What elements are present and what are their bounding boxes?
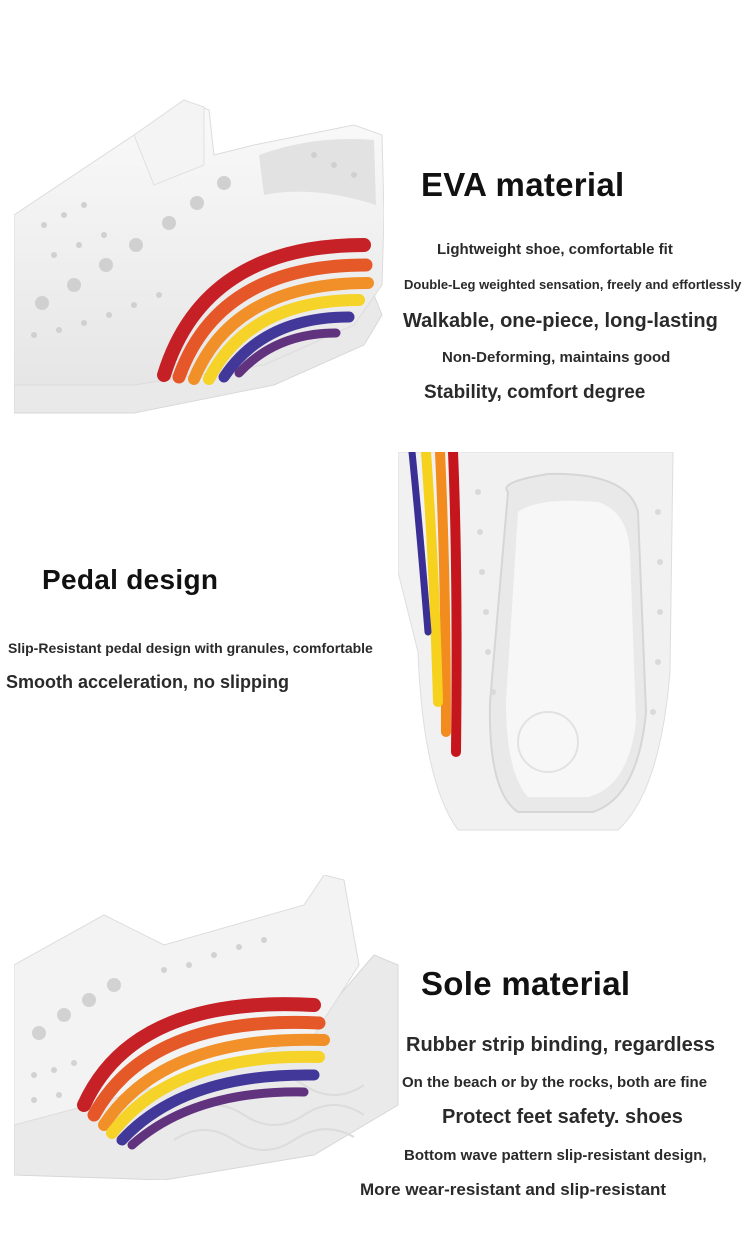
eva-line-3: Walkable, one-piece, long-lasting xyxy=(403,310,718,332)
shoe-insole-image xyxy=(398,452,678,832)
sole-line-5: More wear-resistant and slip-resistant xyxy=(360,1180,667,1199)
pedal-title: Pedal design xyxy=(42,564,219,595)
shoe-side-image xyxy=(14,95,384,415)
sole-line-3: Protect feet safety. shoes xyxy=(442,1106,683,1128)
sole-line-1: Rubber strip binding, regardless xyxy=(406,1034,715,1056)
sole-line-2: On the beach or by the rocks, both are f… xyxy=(402,1074,708,1091)
sole-line-4: Bottom wave pattern slip-resistant desig… xyxy=(404,1147,707,1164)
sole-section: Sole material Rubber strip binding, rega… xyxy=(0,840,750,1255)
pedal-line-2: Smooth acceleration, no slipping xyxy=(6,672,290,692)
eva-title: EVA material xyxy=(421,166,625,203)
pedal-line-1: Slip-Resistant pedal design with granule… xyxy=(8,640,373,656)
sole-title: Sole material xyxy=(421,965,631,1002)
pedal-section: Pedal design Slip-Resistant pedal design… xyxy=(0,440,750,840)
eva-section: EVA material Lightweight shoe, comfortab… xyxy=(0,0,750,440)
eva-line-2: Double-Leg weighted sensation, freely an… xyxy=(404,277,742,292)
eva-line-1: Lightweight shoe, comfortable fit xyxy=(437,241,673,258)
eva-line-4: Non-Deforming, maintains good xyxy=(442,349,671,366)
eva-line-5: Stability, comfort degree xyxy=(424,382,646,403)
shoe-sole-image xyxy=(14,875,399,1180)
